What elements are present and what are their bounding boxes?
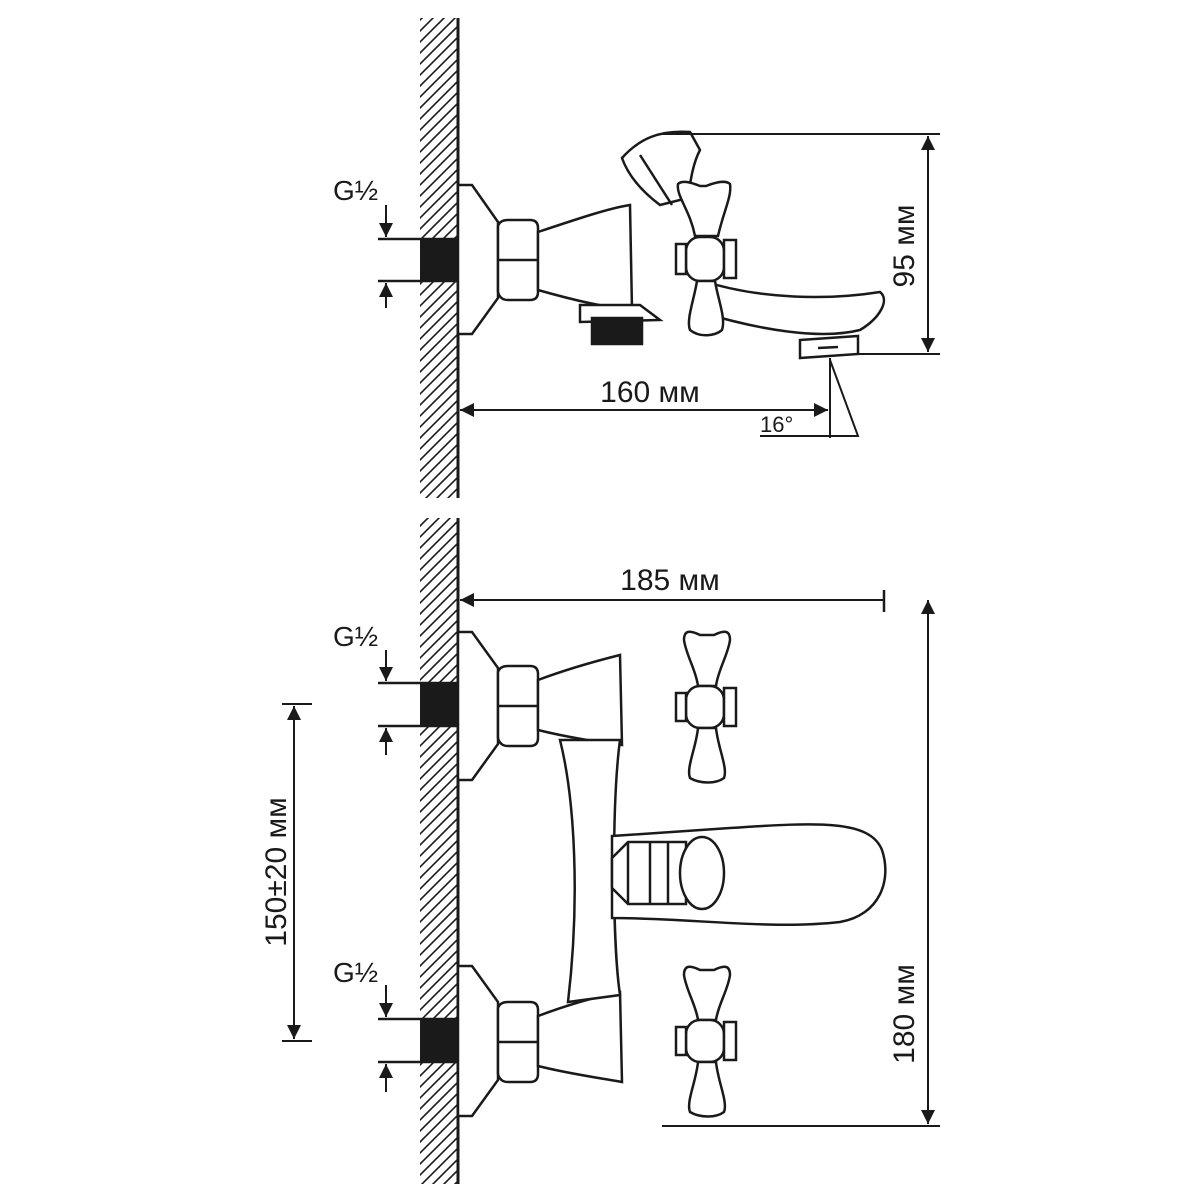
faucet-front-body xyxy=(456,630,887,1118)
lower-supply-pipe xyxy=(378,985,458,1092)
spout-angle-label: 16° xyxy=(760,412,793,437)
wall-front xyxy=(420,518,460,1184)
upper-supply-pipe xyxy=(378,650,458,755)
faucet-side-body xyxy=(456,130,886,360)
center-distance-label: 150±20 мм xyxy=(260,797,293,946)
height-dimension-front-label: 180 мм xyxy=(888,964,921,1064)
width-dimension-label: 185 мм xyxy=(620,564,720,597)
front-view: 185 мм G½ G½ 150±20 мм 180 мм xyxy=(260,518,940,1184)
side-view: G½ 160 мм 16° 95 мм xyxy=(333,18,940,498)
supply-pipe-side xyxy=(378,205,458,308)
reach-dimension-side xyxy=(460,358,860,438)
height-dimension-side xyxy=(660,133,940,355)
height-dimension-side-label: 95 мм xyxy=(888,205,921,288)
height-dimension-front xyxy=(662,600,940,1127)
thread-label-side: G½ xyxy=(333,175,378,206)
lower-thread-label: G½ xyxy=(333,957,378,988)
upper-thread-label: G½ xyxy=(333,621,378,652)
reach-dimension-label: 160 мм xyxy=(600,376,700,409)
width-dimension-front xyxy=(460,590,886,612)
center-distance-dimension xyxy=(282,703,312,1042)
